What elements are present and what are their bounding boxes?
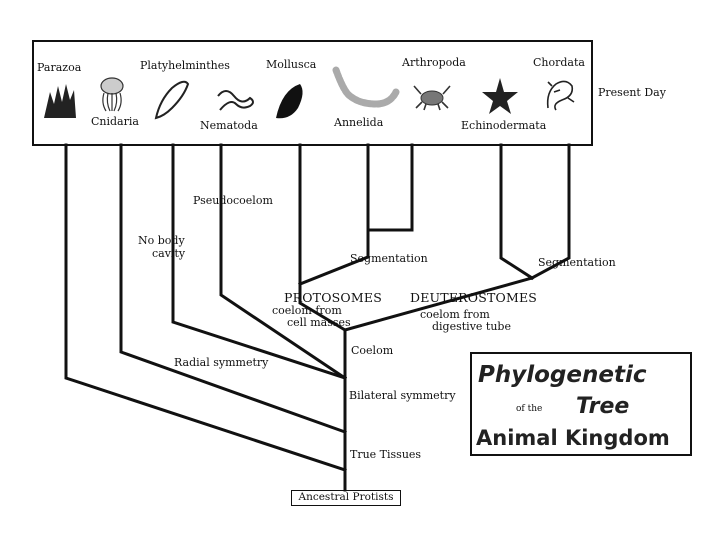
label-deuterostomes-note-1: coelom from	[420, 308, 490, 321]
branch-arthropoda-join	[366, 143, 414, 232]
branch-cnidaria	[119, 143, 347, 434]
title-box: Phylogenetic of the Tree Animal Kingdom	[470, 352, 692, 456]
branch-nematoda	[219, 143, 348, 381]
title-animal-kingdom: Animal Kingdom	[476, 426, 670, 450]
label-parazoa: Parazoa	[37, 61, 82, 74]
label-radial-symmetry: Radial symmetry	[174, 356, 269, 369]
flatworm-icon	[154, 80, 190, 120]
jellyfish-icon	[100, 77, 124, 112]
title-of-the: of the	[516, 404, 543, 414]
label-segmentation-deuterostome: Segmentation	[538, 256, 616, 269]
label-segmentation-protostome: Segmentation	[350, 252, 428, 265]
label-annelida: Annelida	[334, 116, 384, 129]
label-no-body-cavity: No body	[138, 234, 185, 247]
ancestral-protists-box: Ancestral Protists	[291, 490, 401, 506]
segmented-worm-icon	[332, 66, 400, 108]
branch-parazoa	[64, 143, 347, 472]
title-tree: Tree	[576, 394, 630, 419]
starfish-icon	[482, 78, 518, 114]
branch-protostomes	[298, 143, 348, 333]
label-protostomes-note-1: coelom from	[272, 304, 342, 317]
label-arthropoda: Arthropoda	[402, 56, 466, 69]
sponge-icon	[44, 84, 76, 118]
label-bilateral-symmetry: Bilateral symmetry	[349, 389, 456, 402]
label-present-day: Present Day	[598, 86, 666, 99]
label-deuterostomes: DEUTEROSTOMES	[410, 290, 538, 305]
branch-platyhelminthes	[171, 143, 347, 380]
roundworm-icon	[217, 90, 254, 111]
branch-segmentation-protostome	[298, 255, 370, 286]
crab-icon	[413, 85, 451, 111]
label-no-body-cavity-2: cavity	[152, 247, 186, 260]
label-pseudocoelom: Pseudocoelom	[193, 194, 273, 207]
mussel-icon	[276, 84, 303, 119]
label-deuterostomes-note-2: digestive tube	[432, 320, 511, 333]
label-echinodermata: Echinodermata	[461, 119, 547, 132]
title-phylogenetic: Phylogenetic	[478, 362, 647, 388]
label-cnidaria: Cnidaria	[91, 115, 139, 128]
label-true-tissues: True Tissues	[350, 448, 422, 461]
branch-chordata	[529, 143, 571, 281]
label-nematoda: Nematoda	[200, 119, 258, 132]
label-protostomes-note-2: cell masses	[287, 316, 351, 329]
lizard-icon	[546, 80, 575, 111]
branch-deuterostomes	[343, 276, 534, 332]
label-platyhelminthes: Platyhelminthes	[140, 59, 230, 72]
label-mollusca: Mollusca	[266, 58, 317, 71]
branch-echinodermata	[499, 143, 535, 281]
label-protostomes: PROTOSOMES	[284, 290, 382, 305]
label-chordata: Chordata	[533, 56, 585, 69]
label-coelom: Coelom	[351, 344, 394, 357]
